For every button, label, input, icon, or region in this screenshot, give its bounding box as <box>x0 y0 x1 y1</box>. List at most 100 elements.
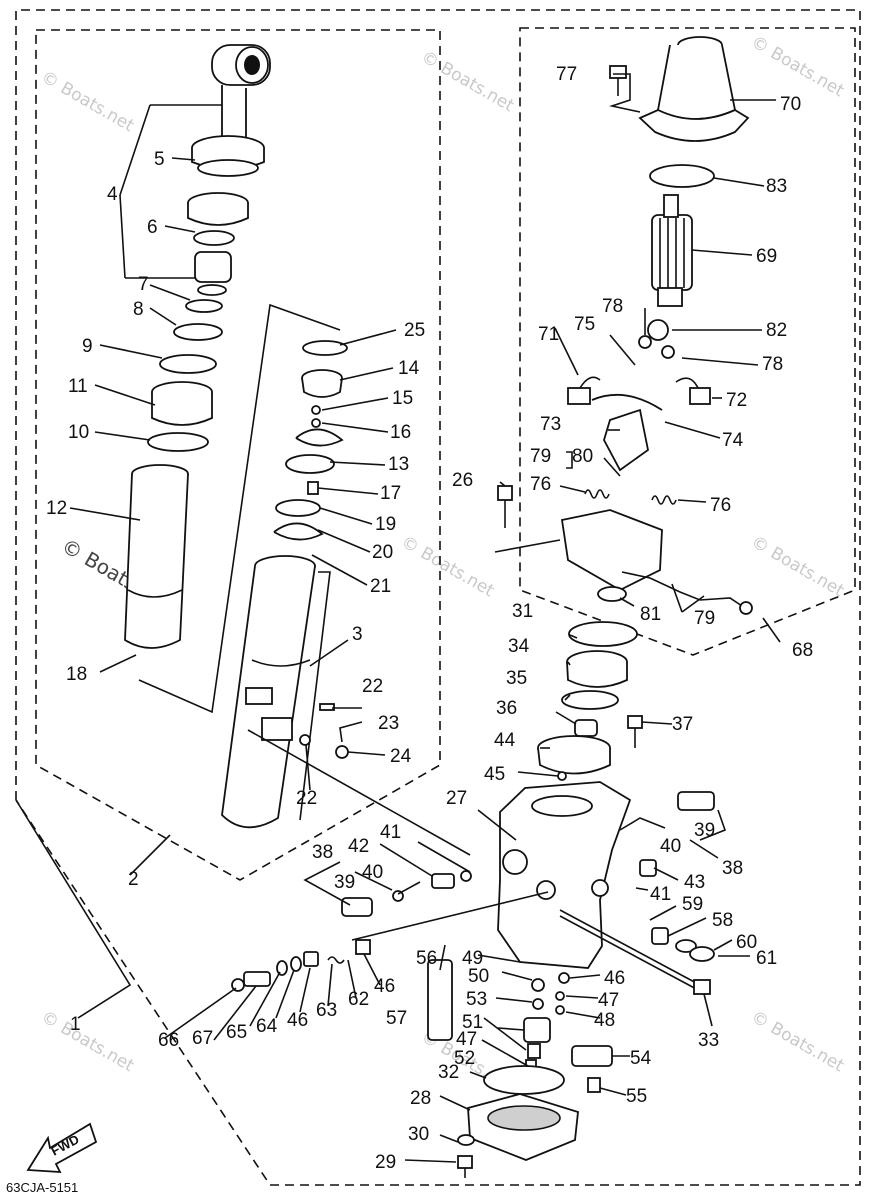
callout-53: 53 <box>466 989 487 1010</box>
callout-41b: 41 <box>650 884 671 905</box>
callout-43: 43 <box>684 872 705 893</box>
callout-4: 4 <box>107 184 118 205</box>
callout-48: 48 <box>594 1010 615 1031</box>
motor-assembly <box>497 36 753 615</box>
leader-lines <box>15 73 781 1163</box>
callout-30: 30 <box>408 1124 429 1145</box>
callout-12: 12 <box>46 498 67 519</box>
callout-51: 51 <box>462 1012 483 1033</box>
callout-26: 26 <box>452 470 473 491</box>
callout-22: 22 <box>362 676 383 697</box>
callout-65: 65 <box>226 1022 247 1043</box>
watermark: © Boats.net <box>398 532 498 601</box>
callout-19: 19 <box>375 514 396 535</box>
callout-29: 29 <box>375 1152 396 1173</box>
callout-5: 5 <box>154 149 165 170</box>
assembly-boundary-1 <box>15 9 861 1186</box>
diagram-code: 63CJA-5151 <box>6 1180 78 1195</box>
callout-25: 25 <box>404 320 425 341</box>
callout-77: 77 <box>556 64 577 85</box>
callout-40b: 40 <box>660 836 681 857</box>
watermark: © Boats.net <box>38 67 138 136</box>
callout-58: 58 <box>712 910 733 931</box>
callout-67: 67 <box>192 1028 213 1049</box>
callout-22b: 22 <box>296 788 317 809</box>
callout-3: 3 <box>352 624 363 645</box>
callout-10: 10 <box>68 422 89 443</box>
callout-75: 75 <box>574 314 595 335</box>
callout-40: 40 <box>362 862 383 883</box>
callout-20: 20 <box>372 542 393 563</box>
callout-37: 37 <box>672 714 693 735</box>
callout-80: 80 <box>572 446 593 467</box>
callout-76b: 76 <box>710 495 731 516</box>
callout-39b: 39 <box>694 820 715 841</box>
callout-33: 33 <box>698 1030 719 1051</box>
callout-79b: 79 <box>694 608 715 629</box>
callout-16: 16 <box>390 422 411 443</box>
callout-2: 2 <box>128 869 139 890</box>
callout-21: 21 <box>370 576 391 597</box>
callout-72: 72 <box>726 390 747 411</box>
callout-47: 47 <box>598 990 619 1011</box>
valve-parts <box>221 340 349 829</box>
callout-38: 38 <box>312 842 333 863</box>
callout-13: 13 <box>388 454 409 475</box>
callout-81: 81 <box>640 604 661 625</box>
callout-46c: 46 <box>604 968 625 989</box>
callout-18: 18 <box>66 664 87 685</box>
callout-31: 31 <box>512 601 533 622</box>
callout-28: 28 <box>410 1088 431 1109</box>
callout-60: 60 <box>736 932 757 953</box>
callout-82: 82 <box>766 320 787 341</box>
callout-41: 41 <box>380 822 401 843</box>
callout-1: 1 <box>70 1014 81 1035</box>
callout-78b: 78 <box>762 354 783 375</box>
callout-42: 42 <box>348 836 369 857</box>
callout-66: 66 <box>158 1030 179 1051</box>
callout-57: 57 <box>386 1008 407 1029</box>
watermark: © Boats.net <box>748 532 848 601</box>
callout-55: 55 <box>626 1086 647 1107</box>
callout-50: 50 <box>468 966 489 987</box>
callout-6: 6 <box>147 217 158 238</box>
watermark: © Boats.net <box>748 1007 848 1076</box>
callout-62: 62 <box>348 989 369 1010</box>
callout-23: 23 <box>378 713 399 734</box>
callout-36: 36 <box>496 698 517 719</box>
callout-56: 56 <box>416 948 437 969</box>
callout-24: 24 <box>390 746 412 767</box>
callout-46b: 46 <box>287 1010 308 1031</box>
callout-76: 76 <box>530 474 551 495</box>
callout-64: 64 <box>256 1016 278 1037</box>
pump-manifold <box>231 621 715 1178</box>
callout-70: 70 <box>780 94 801 115</box>
callout-69: 69 <box>756 246 777 267</box>
callout-71: 71 <box>538 324 559 345</box>
callout-46: 46 <box>374 976 395 997</box>
callout-44: 44 <box>494 730 516 751</box>
callout-68: 68 <box>792 640 813 661</box>
callout-labels: 1 2 3 4 5 6 7 8 9 10 11 12 14 13 15 16 1… <box>46 64 813 1173</box>
callout-52: 52 <box>454 1048 475 1069</box>
callout-45: 45 <box>484 764 505 785</box>
piston-rod-assembly <box>124 44 271 649</box>
watermark: © Boats.net <box>38 1007 138 1076</box>
callout-49: 49 <box>462 948 483 969</box>
callout-47b: 47 <box>456 1029 477 1050</box>
callout-78: 78 <box>602 296 623 317</box>
watermark: © Boats.net <box>418 47 518 116</box>
callout-35: 35 <box>506 668 527 689</box>
callout-61: 61 <box>756 948 777 969</box>
callout-39: 39 <box>334 872 355 893</box>
callout-32: 32 <box>438 1062 459 1083</box>
callout-11: 11 <box>68 376 88 397</box>
callout-59: 59 <box>682 894 703 915</box>
callout-9: 9 <box>82 336 93 357</box>
fwd-arrow: FWD <box>26 1122 98 1173</box>
assembly-boundary-68 <box>519 27 856 656</box>
callout-8: 8 <box>133 299 144 320</box>
callout-15: 15 <box>392 388 413 409</box>
callout-73: 73 <box>540 414 561 435</box>
